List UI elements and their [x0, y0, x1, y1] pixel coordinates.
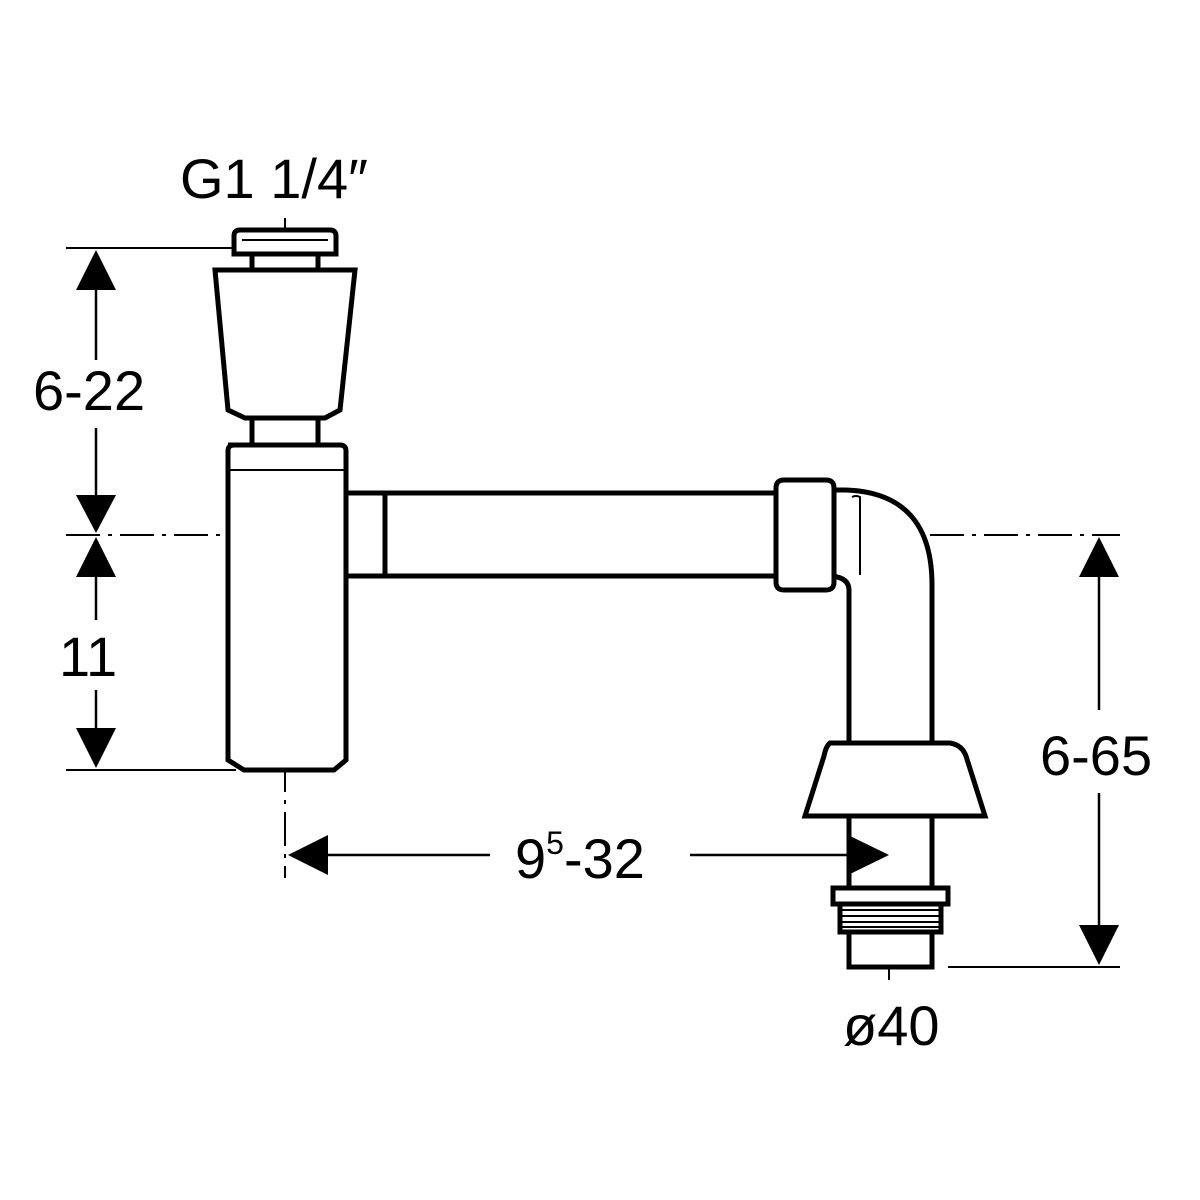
arrow-drop-top	[1079, 537, 1119, 577]
horizontal-dimension-superscript: 5	[546, 825, 564, 861]
horizontal-dimension-label: 95-32	[515, 825, 645, 890]
siphon-body-outline	[225, 442, 349, 773]
arrow-horizontal-left	[288, 835, 328, 875]
wall-rosette	[801, 740, 989, 819]
outlet-drop-label: 6-65	[1040, 724, 1152, 787]
outlet-thread	[830, 885, 951, 935]
elbow-outer	[823, 487, 935, 748]
dimension-horizontal	[288, 835, 889, 875]
arrow-horizontal-right	[848, 835, 889, 875]
union-nut	[773, 477, 837, 593]
extension-lines	[66, 247, 1120, 968]
arrow-offset-bottom	[76, 728, 116, 768]
horizontal-pipe-body	[341, 490, 785, 579]
elbow-inner-line	[851, 495, 861, 575]
horizontal-dimension-rest: -32	[564, 827, 645, 890]
outlet-diameter-label: ø40	[843, 994, 940, 1057]
inlet-cap	[231, 227, 339, 257]
body-neck	[249, 415, 321, 448]
arrow-drop-bottom	[1079, 925, 1119, 965]
dimension-outlet-drop	[1079, 537, 1119, 965]
dimension-inlet-height	[76, 250, 116, 533]
inlet-assembly	[212, 227, 358, 421]
horizontal-pipe	[330, 490, 785, 579]
dimension-outlet-offset	[76, 537, 116, 768]
outlet-offset-label: 11	[59, 625, 117, 688]
inlet-height-label: 6-22	[33, 359, 145, 422]
outlet-tail	[846, 927, 935, 970]
arrow-inlet-bottom	[76, 495, 116, 533]
arrow-offset-top	[76, 537, 116, 577]
siphon-body	[225, 415, 349, 773]
arrow-inlet-top	[76, 250, 116, 290]
thread-size-label: G1 1/4″	[180, 147, 368, 210]
horizontal-dimension-base: 9	[515, 827, 546, 890]
inlet-cone	[212, 267, 358, 421]
